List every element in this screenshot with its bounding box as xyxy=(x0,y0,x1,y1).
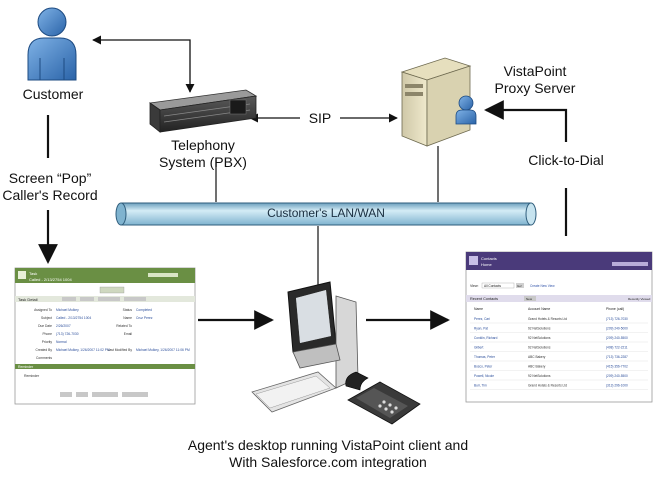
task-reminder-label: Reminder xyxy=(24,374,40,378)
agent-desktop-label: Agent's desktop running VistaPoint clien… xyxy=(148,437,508,471)
agent-desktop-icon xyxy=(251,281,359,413)
contacts-title: Contacts xyxy=(481,256,497,261)
contacts-cell: Grand Hotels & Resorts Ltd xyxy=(528,384,567,388)
pbx-label: Telephony System (PBX) xyxy=(148,137,258,171)
task-field-label: Subject xyxy=(41,316,52,320)
contacts-cell: Thomas, Peter xyxy=(474,355,496,359)
contacts-create-view: Create New View xyxy=(530,284,555,288)
task-subtitle: Called - 2/13/2754 1004 xyxy=(29,277,72,282)
contacts-recent: Recent Contacts xyxy=(470,297,498,301)
task-field-value: Michael Mulkey, 1/26/2007 11:02 PM xyxy=(56,348,110,352)
task-field-label: Comments xyxy=(36,356,52,360)
contacts-cell: (313) 296-1000 xyxy=(606,384,628,388)
contacts-cell: (415) 356-7702 xyxy=(606,365,628,369)
task-field-label: Created By xyxy=(36,348,53,352)
agent-label-line1: Agent's desktop running VistaPoint clien… xyxy=(187,437,469,453)
contacts-cell: (408) 722-2211 xyxy=(606,346,628,350)
task-field-label: Due Date xyxy=(38,324,52,328)
proxy-server-icon xyxy=(400,57,477,147)
contacts-go: Go! xyxy=(517,284,522,288)
customer-label: Customer xyxy=(22,86,84,102)
contacts-subtitle: Home xyxy=(481,262,492,267)
task-field-value: Normal xyxy=(56,340,67,344)
task-right-label: Name xyxy=(123,316,132,320)
lan-pipe xyxy=(115,202,537,226)
screen-pop-label: Screen “Pop” Caller's Record xyxy=(0,170,100,204)
task-field-label: Assigned To xyxy=(34,308,52,312)
pbx-server-icon xyxy=(148,89,258,133)
contacts-cell: ABC Bakery xyxy=(528,365,546,369)
task-right-value: Completed xyxy=(136,308,152,312)
pbx-label-line2: System (PBX) xyxy=(159,154,247,170)
task-right-value: Michael Mulkey, 1/26/2007 11:06 PM xyxy=(136,348,190,352)
contacts-screenshot: Contacts Home View: All Contacts Go! Cre… xyxy=(465,251,653,403)
screen-pop-line2: Caller's Record xyxy=(2,187,98,203)
contacts-cell: 92 NetSolutions xyxy=(528,346,551,350)
task-record-screenshot: Task Called - 2/13/2754 1004 Task Detail… xyxy=(14,267,196,405)
contacts-cell: 92 NetSolutions xyxy=(528,327,551,331)
task-section: Task Detail xyxy=(18,297,38,302)
contacts-cell: Powell, Nicole xyxy=(474,374,494,378)
contacts-cell: ABC Bakery xyxy=(528,355,546,359)
proxy-label-line1: VistaPoint xyxy=(503,63,567,79)
contacts-cell: (209) 240-5500 xyxy=(606,336,628,340)
task-field-value: 2/26/2007 xyxy=(56,324,71,328)
task-right-value: Cruz Perez xyxy=(136,316,153,320)
contacts-cell: Burr, Tim xyxy=(474,384,487,388)
contacts-cell: (209) 240-5000 xyxy=(606,327,628,331)
contacts-column-header: Name xyxy=(474,307,483,311)
contacts-cell: (209) 240-5500 xyxy=(606,374,628,378)
screen-pop-line1: Screen “Pop” xyxy=(8,170,92,186)
sip-label: SIP xyxy=(308,110,332,126)
contacts-cell: Ryan, Pat xyxy=(474,327,488,331)
task-right-label: Last Modified By xyxy=(108,348,133,352)
task-field-value: Michael Mulkey xyxy=(56,308,79,312)
desk-phone-icon xyxy=(345,371,421,425)
contacts-view-label: View: xyxy=(470,284,479,288)
proxy-label: VistaPoint Proxy Server xyxy=(480,63,590,97)
proxy-label-line2: Proxy Server xyxy=(494,80,576,96)
contacts-cell: (713) 726-7030 xyxy=(606,317,628,321)
contacts-new: New xyxy=(526,297,533,301)
contacts-cell: Grand Hotels & Resorts Ltd xyxy=(528,317,567,321)
contacts-cell: 92 NetSolutions xyxy=(528,336,551,340)
contacts-column-header: Phone (call) xyxy=(606,307,624,311)
lan-label: Customer's LAN/WAN xyxy=(267,206,385,220)
contacts-cell: Perez, Cari xyxy=(474,317,490,321)
click-to-dial-label: Click-to-Dial xyxy=(528,152,604,168)
contacts-cell: Bosco, Peter xyxy=(474,365,493,369)
contacts-recent-select: Recently Viewed xyxy=(628,297,651,301)
contacts-view-value: All Contacts xyxy=(484,284,501,288)
customer-pbx-arrow xyxy=(92,35,195,93)
task-field-value: Called - 2/13/2754 1004 xyxy=(56,316,91,320)
contacts-cell: 92 NetSolutions xyxy=(528,374,551,378)
contacts-column-header: Account Name xyxy=(528,307,550,311)
click-dial-arrow xyxy=(484,100,568,142)
task-right-label: Email xyxy=(124,332,133,336)
customer-person-icon xyxy=(27,7,77,81)
contacts-cell: (713) 736-2287 xyxy=(606,355,628,359)
agent-label-line2: With Salesforce.com integration xyxy=(229,454,427,470)
contacts-cell: Gilbert xyxy=(474,346,484,350)
task-field-label: Phone xyxy=(42,332,52,336)
task-field-label: Priority xyxy=(42,340,53,344)
pbx-label-line1: Telephony xyxy=(171,137,235,153)
task-title: Task xyxy=(29,271,37,276)
task-right-label: Status xyxy=(123,308,133,312)
task-reminder-section: Reminder xyxy=(18,365,34,369)
contacts-cell: Conklin, Richard xyxy=(474,336,498,340)
task-field-value: (713) 726-7030 xyxy=(56,332,79,336)
task-right-label: Related To xyxy=(116,324,132,328)
